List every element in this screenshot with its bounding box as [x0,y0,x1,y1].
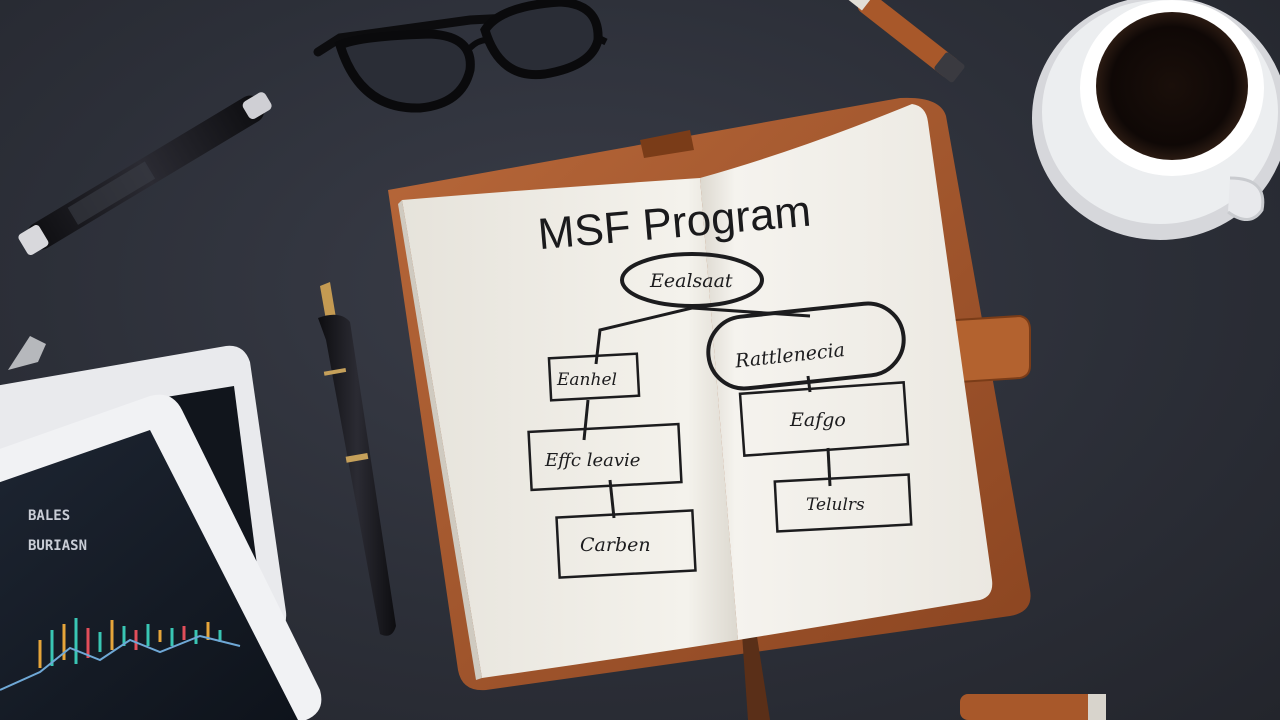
node-left-3: Carben [555,509,697,579]
tablet: BALES BURIASN [0,345,322,720]
node-right-3: Telulrs [773,473,913,533]
tablet-screen-text-1: BALES [28,508,70,524]
tablet-screen-text-2: BURIASN [28,538,87,554]
paper-scrap [8,336,46,370]
node-left-1-label: Eanhel [556,370,617,390]
coffee-cup [1032,0,1280,240]
node-right-2: Eafgo [738,381,910,457]
node-top: Eealsaat [620,252,764,308]
eyeglasses [313,0,608,113]
node-right-3-label: Telulrs [806,495,865,515]
node-left-2-label: Effc leavie [544,450,640,471]
marker-pen [18,92,272,256]
flowchart-connectors [582,306,832,519]
node-top-label: Eealsaat [649,270,733,292]
node-left-1: Eanhel [547,352,641,402]
fountain-pen [318,282,396,636]
notebook-right-page [700,104,993,640]
node-right-2-label: Eafgo [789,409,846,431]
node-left-3-label: Carben [580,534,651,556]
pencil-bottom [960,694,1106,720]
pencil [847,0,965,83]
node-left-2: Effc leavie [527,422,683,492]
